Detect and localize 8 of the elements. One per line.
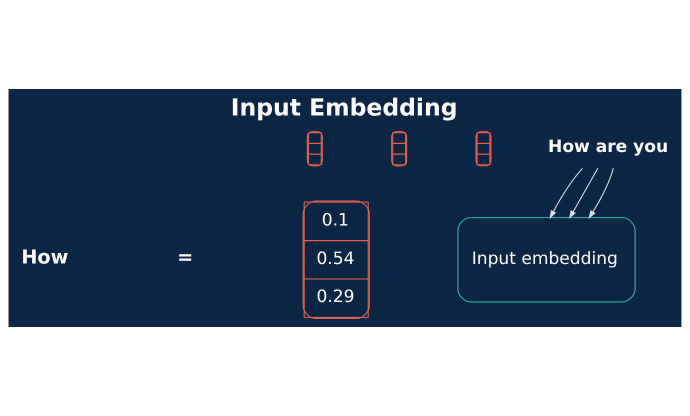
label: = bbox=[177, 245, 194, 268]
diagram-title: Input Embedding bbox=[230, 93, 458, 122]
arrow bbox=[588, 168, 614, 219]
node-box: Input embedding bbox=[457, 217, 636, 302]
node-text: How are you bbox=[548, 136, 668, 157]
label: How bbox=[21, 245, 68, 268]
arrow bbox=[569, 168, 598, 219]
arrow bbox=[550, 168, 583, 219]
